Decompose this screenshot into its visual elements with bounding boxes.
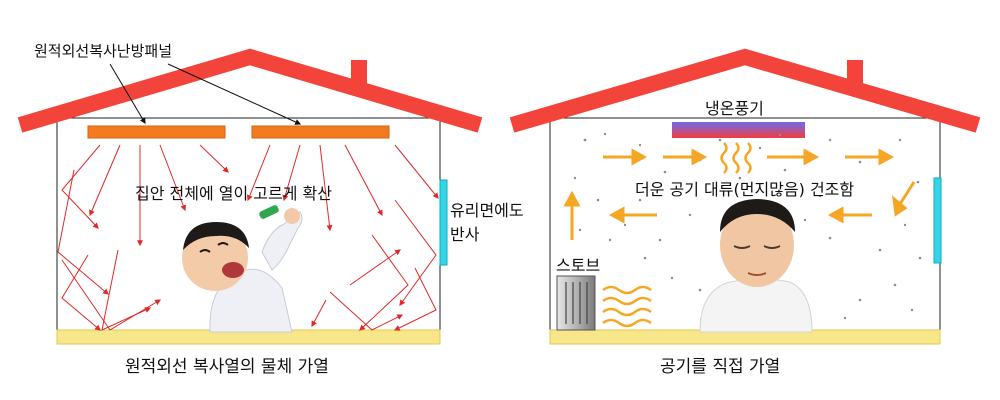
child-eye-l (199, 249, 211, 253)
fan-heat-waves (720, 142, 752, 174)
flow-arrow-right-4 (845, 148, 895, 166)
ray (282, 144, 301, 202)
convection-label: 더운 공기 대류(먼지많음) 건조함 (635, 180, 855, 199)
left-house (17, 48, 483, 345)
radiant-panel-right (251, 125, 390, 139)
stove-heat-waves (602, 285, 652, 328)
ray (61, 144, 101, 229)
child-eye-closed-r (763, 245, 781, 249)
ray (311, 299, 327, 328)
convection-arrows (563, 148, 916, 240)
stove (556, 275, 596, 331)
stove-label: 스토브 (556, 256, 601, 275)
dust-particles (573, 132, 922, 320)
glass-window (439, 179, 448, 266)
fan-heater-label: 냉온풍기 (705, 99, 764, 118)
ray (359, 234, 409, 331)
child-squinting (699, 199, 813, 333)
ray (344, 144, 383, 217)
child-fist (284, 208, 300, 224)
ray (57, 169, 109, 295)
ray (61, 254, 101, 331)
stove-body (556, 275, 596, 331)
ray (61, 259, 162, 331)
flow-arrow-right-1 (603, 148, 648, 166)
flow-arrow-left-2 (608, 206, 657, 224)
right-caption: 공기를 직접 가열 (660, 357, 781, 377)
flow-arrow-up (563, 190, 581, 240)
ray (246, 144, 271, 202)
ray (159, 144, 187, 212)
child-hair-right (720, 199, 795, 232)
ray (349, 249, 401, 286)
child-laughing (182, 205, 303, 333)
fan-heater-unit (672, 122, 805, 138)
toy-in-hand (259, 205, 279, 219)
infrared-rays (57, 144, 439, 331)
child-mouth-open (222, 262, 244, 278)
left-caption: 원적외선 복사열의 물체 가열 (125, 357, 329, 377)
child-hair-left (183, 222, 249, 250)
glass-reflection-label-line1: 유리면에도 (450, 201, 524, 220)
panel-pointer-line-2 (167, 63, 302, 125)
flow-arrow-right-2 (663, 148, 708, 166)
child-head-right (720, 203, 794, 287)
ray (393, 267, 437, 331)
flow-arrow-left-1 (827, 206, 872, 224)
right-house (509, 48, 981, 345)
ray (329, 291, 404, 331)
flow-arrow-right-3 (767, 148, 820, 166)
ray (101, 249, 152, 331)
child-eye-closed-l (733, 245, 751, 249)
ray (89, 144, 121, 217)
ray (394, 144, 439, 199)
flow-arrow-down-right (892, 181, 916, 217)
right-roof (509, 48, 981, 133)
glass-reflection-label-line2: 반사 (450, 225, 480, 244)
child-raised-arm (261, 211, 303, 271)
left-roof (17, 48, 483, 133)
child-eye-r (217, 242, 229, 246)
child-mouth-right (747, 272, 767, 276)
panel-pointer-line-1 (109, 63, 146, 125)
ray (394, 199, 437, 306)
glass-window-right (933, 177, 942, 264)
radiant-panel-left (87, 125, 226, 139)
ray (199, 144, 229, 173)
ray (319, 144, 333, 232)
radiant-panel-label: 원적외선복사난방패널 (34, 42, 173, 60)
heat-spread-label: 집안 전체에 열이 고르게 확산 (135, 184, 332, 203)
